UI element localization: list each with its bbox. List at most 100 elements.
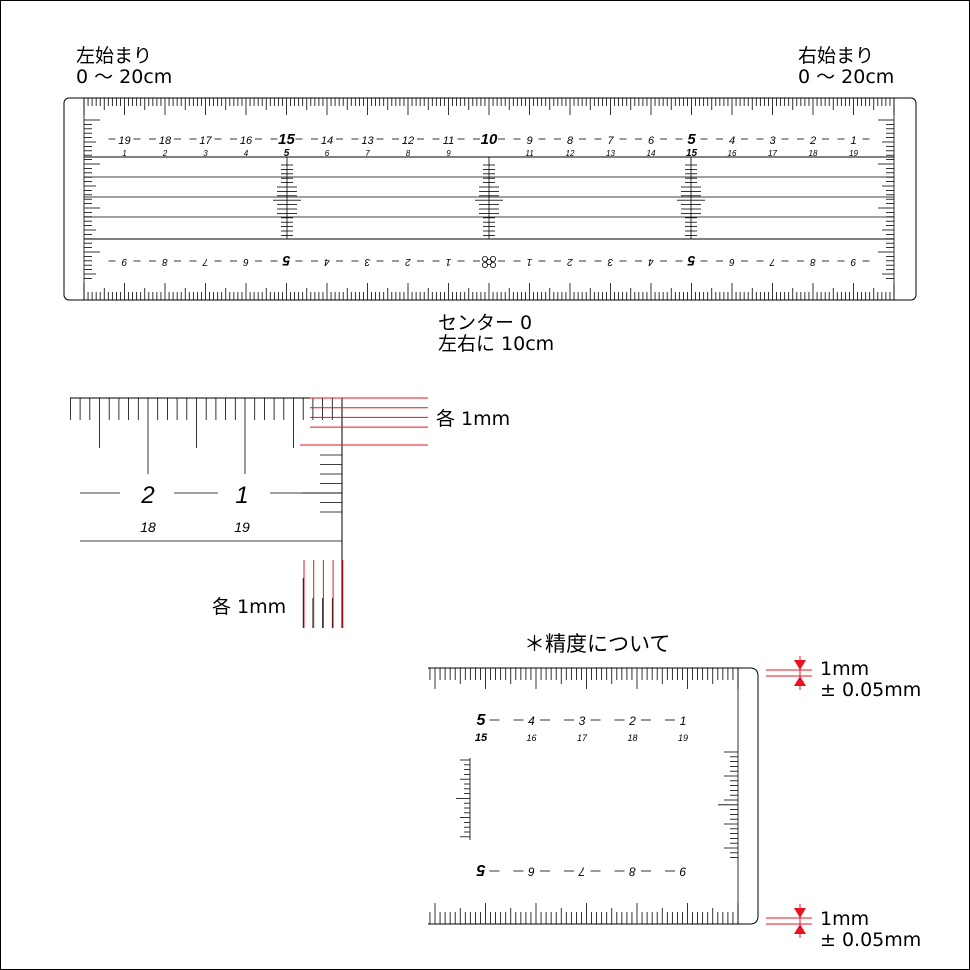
accuracy-cm-label: 5 xyxy=(477,712,487,729)
upper-cm-sublabel: 3 xyxy=(203,149,208,158)
lower-cm-label: 3 xyxy=(607,256,613,267)
center-mark-icon xyxy=(481,261,488,268)
accuracy-lower-label: 8 xyxy=(629,865,636,879)
each-mm-note-bottom: 各 1mm xyxy=(212,596,287,618)
each-mm-note-top: 各 1mm xyxy=(436,408,511,430)
accuracy-cm-label: 3 xyxy=(579,714,586,728)
accuracy-note-top: 1mm± 0.05mm xyxy=(820,659,921,701)
accuracy-cm-sublabel: 18 xyxy=(627,733,637,743)
lower-cm-label: 4 xyxy=(324,256,330,267)
upper-cm-label: 7 xyxy=(607,135,614,147)
right-start-range: 0 〜 20cm xyxy=(798,66,895,88)
upper-cm-label: 6 xyxy=(648,135,655,147)
lower-cm-label: 3 xyxy=(364,256,370,267)
accuracy-cm-sublabel: 17 xyxy=(577,733,588,743)
upper-cm-label: 17 xyxy=(199,135,212,147)
lower-cm-label: 5 xyxy=(687,253,695,269)
center-mark-icon xyxy=(489,261,496,268)
upper-cm-sublabel: 18 xyxy=(809,149,818,158)
accuracy-cm-sublabel: 16 xyxy=(526,733,536,743)
upper-cm-sublabel: 1 xyxy=(122,149,126,158)
tolerance-arrow-icon xyxy=(794,660,806,670)
accuracy-lower-label: 7 xyxy=(577,865,585,879)
upper-cm-label: 10 xyxy=(481,131,498,148)
lower-cm-label: 1 xyxy=(446,256,452,267)
upper-cm-sublabel: 6 xyxy=(325,149,330,158)
upper-cm-sublabel: 5 xyxy=(284,148,290,159)
upper-cm-label: 1 xyxy=(850,135,856,147)
upper-cm-label: 8 xyxy=(567,135,574,147)
detail-cm-sublabel: 18 xyxy=(140,519,156,535)
lower-cm-label: 7 xyxy=(769,256,775,267)
center-mark-icon xyxy=(481,255,488,262)
upper-cm-sublabel: 7 xyxy=(365,149,370,158)
upper-cm-sublabel: 11 xyxy=(525,149,533,158)
ruler-body xyxy=(63,97,917,301)
accuracy-cm-label: 1 xyxy=(680,714,687,728)
accuracy-lower-label: 6 xyxy=(528,865,535,879)
upper-cm-sublabel: 15 xyxy=(686,148,698,159)
tolerance-arrow-icon xyxy=(794,908,806,918)
center-mark-icon xyxy=(489,255,496,262)
upper-cm-sublabel: 13 xyxy=(606,149,615,158)
lower-cm-label: 5 xyxy=(282,253,290,269)
upper-cm-sublabel: 17 xyxy=(768,149,777,158)
tolerance-arrow-icon xyxy=(794,676,806,686)
upper-cm-sublabel: 14 xyxy=(647,149,656,158)
center-zero-range: 左右に 10cm xyxy=(438,333,555,355)
accuracy-title: ＊精度について xyxy=(524,632,671,656)
upper-cm-sublabel: 8 xyxy=(406,149,411,158)
upper-cm-label: 3 xyxy=(769,135,776,147)
lower-cm-label: 8 xyxy=(810,256,816,267)
upper-cm-label: 15 xyxy=(278,131,295,148)
upper-cm-sublabel: 19 xyxy=(849,149,858,158)
upper-cm-sublabel: 16 xyxy=(728,149,737,158)
lower-cm-label: 6 xyxy=(729,256,735,267)
accuracy-note-top-value: 1mm xyxy=(820,658,870,680)
accuracy-note-bottom: 1mm± 0.05mm xyxy=(820,909,921,951)
upper-cm-label: 5 xyxy=(687,131,696,148)
upper-cm-sublabel: 2 xyxy=(162,149,168,158)
detail-cm-label: 1 xyxy=(235,482,248,509)
upper-cm-label: 14 xyxy=(321,135,333,147)
upper-cm-label: 9 xyxy=(526,135,532,147)
upper-cm-sublabel: 4 xyxy=(244,149,249,158)
tolerance-arrow-icon xyxy=(794,924,806,934)
lower-cm-label: 1 xyxy=(527,256,533,267)
detail-cm-label: 2 xyxy=(140,482,154,509)
lower-cm-label: 8 xyxy=(162,256,168,267)
accuracy-cm-sublabel: 19 xyxy=(678,733,688,743)
upper-cm-sublabel: 12 xyxy=(566,149,575,158)
upper-cm-label: 16 xyxy=(240,135,253,147)
detail-cm-sublabel: 19 xyxy=(234,519,250,535)
upper-cm-label: 11 xyxy=(443,135,454,147)
accuracy-note-bottom-tolerance: ± 0.05mm xyxy=(820,929,922,951)
upper-cm-label: 12 xyxy=(402,135,414,147)
center-mark-icon xyxy=(485,258,492,265)
accuracy-cm-sublabel: 15 xyxy=(475,732,488,744)
lower-cm-label: 9 xyxy=(850,256,856,267)
lower-cm-label: 2 xyxy=(405,256,412,267)
accuracy-cm-label: 4 xyxy=(528,714,535,728)
accuracy-ruler-outline xyxy=(428,667,759,925)
upper-cm-label: 2 xyxy=(809,135,816,147)
accuracy-lower-label: 5 xyxy=(475,861,485,878)
left-start-range: 0 〜 20cm xyxy=(76,66,173,88)
lower-cm-label: 2 xyxy=(567,256,574,267)
accuracy-note-bottom-value: 1mm xyxy=(820,908,870,930)
right-start-title: 右始まり xyxy=(798,45,875,67)
lower-cm-label: 7 xyxy=(202,256,208,267)
accuracy-lower-label: 9 xyxy=(679,865,686,879)
upper-cm-label: 18 xyxy=(159,135,172,147)
upper-cm-label: 13 xyxy=(361,135,374,147)
accuracy-note-top-tolerance: ± 0.05mm xyxy=(820,679,922,701)
lower-cm-label: 6 xyxy=(243,256,249,267)
left-start-title: 左始まり xyxy=(76,45,153,67)
upper-cm-sublabel: 9 xyxy=(446,149,451,158)
lower-cm-label: 4 xyxy=(648,256,654,267)
accuracy-cm-label: 2 xyxy=(628,714,636,728)
upper-cm-label: 4 xyxy=(729,135,735,147)
